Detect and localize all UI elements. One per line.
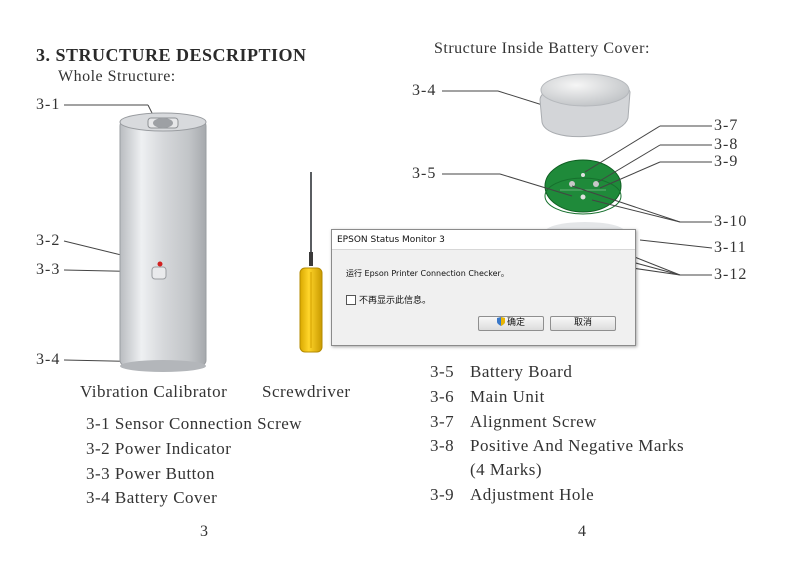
callout-3-9: 3-9 bbox=[714, 153, 739, 170]
legend-item: 3-1 Sensor Connection Screw bbox=[86, 414, 303, 433]
callout-3-4-right: 3-4 bbox=[412, 82, 437, 99]
ok-button[interactable]: 确定 bbox=[478, 316, 544, 331]
whole-structure-subheading: Whole Structure: bbox=[58, 68, 176, 85]
legend-text: Alignment Screw bbox=[470, 412, 597, 431]
cancel-button-label: 取消 bbox=[573, 318, 592, 328]
callout-3-10: 3-10 bbox=[714, 213, 748, 230]
legend-item: 3-9 Adjustment Hole bbox=[430, 485, 594, 505]
callout-3-7: 3-7 bbox=[714, 117, 739, 134]
battery-board-illustration bbox=[544, 159, 622, 215]
legend-text: Battery Board bbox=[470, 362, 573, 381]
inside-cover-subheading: Structure Inside Battery Cover: bbox=[434, 40, 650, 57]
dialog-title: EPSON Status Monitor 3 bbox=[332, 230, 635, 250]
legend-item: 3-4 Battery Cover bbox=[86, 488, 218, 507]
legend-item: 3-7 Alignment Screw bbox=[430, 412, 597, 432]
caption-vibration-calibrator: Vibration Calibrator bbox=[80, 382, 228, 401]
dialog-message: 运行 Epson Printer Connection Checker。 bbox=[346, 269, 509, 278]
power-button-icon bbox=[151, 266, 167, 280]
checkbox-icon[interactable] bbox=[346, 294, 356, 305]
legend-num: 3-9 bbox=[430, 485, 455, 504]
legend-text: Main Unit bbox=[470, 387, 545, 406]
vibration-calibrator-body bbox=[119, 112, 207, 372]
legend-item: 3-2 Power Indicator bbox=[86, 439, 232, 458]
caption-screwdriver: Screwdriver bbox=[262, 382, 351, 401]
legend-num: 3-8 bbox=[430, 436, 455, 455]
legend-item: 3-8 Positive And Negative Marks bbox=[430, 436, 684, 456]
page-number-left: 3 bbox=[200, 523, 208, 540]
shield-icon bbox=[496, 317, 505, 326]
legend-item: 3-5 Battery Board bbox=[430, 362, 572, 382]
legend-num: 3-5 bbox=[430, 362, 455, 381]
callout-3-8: 3-8 bbox=[714, 136, 739, 153]
legend-item: 3-3 Power Button bbox=[86, 464, 215, 483]
callout-3-12: 3-12 bbox=[714, 266, 748, 283]
legend-text: (4 Marks) bbox=[470, 460, 543, 479]
page-number-right: 4 bbox=[578, 523, 586, 540]
legend-num: 3-7 bbox=[430, 412, 455, 431]
screwdriver-illustration bbox=[299, 172, 323, 353]
callout-3-11: 3-11 bbox=[714, 239, 747, 256]
callout-3-5: 3-5 bbox=[412, 165, 437, 182]
legend-text: Adjustment Hole bbox=[470, 485, 595, 504]
battery-cover-illustration bbox=[539, 73, 631, 138]
legend-item: (4 Marks) bbox=[430, 460, 542, 480]
section-heading: 3. STRUCTURE DESCRIPTION bbox=[36, 45, 307, 65]
callout-3-3: 3-3 bbox=[36, 261, 61, 278]
dont-show-again-checkbox[interactable]: 不再显示此信息。 bbox=[346, 293, 431, 306]
callout-3-4-left: 3-4 bbox=[36, 351, 61, 368]
ok-button-label: 确定 bbox=[506, 318, 525, 328]
cancel-button[interactable]: 取消 bbox=[550, 316, 616, 331]
callout-3-1: 3-1 bbox=[36, 96, 61, 113]
checkbox-label: 不再显示此信息。 bbox=[359, 296, 432, 306]
legend-item: 3-6 Main Unit bbox=[430, 387, 545, 407]
power-indicator-led bbox=[157, 261, 163, 267]
callout-3-2: 3-2 bbox=[36, 232, 61, 249]
legend-num: 3-6 bbox=[430, 387, 455, 406]
legend-text: Positive And Negative Marks bbox=[470, 436, 685, 455]
epson-status-dialog: EPSON Status Monitor 3 运行 Epson Printer … bbox=[331, 229, 636, 346]
